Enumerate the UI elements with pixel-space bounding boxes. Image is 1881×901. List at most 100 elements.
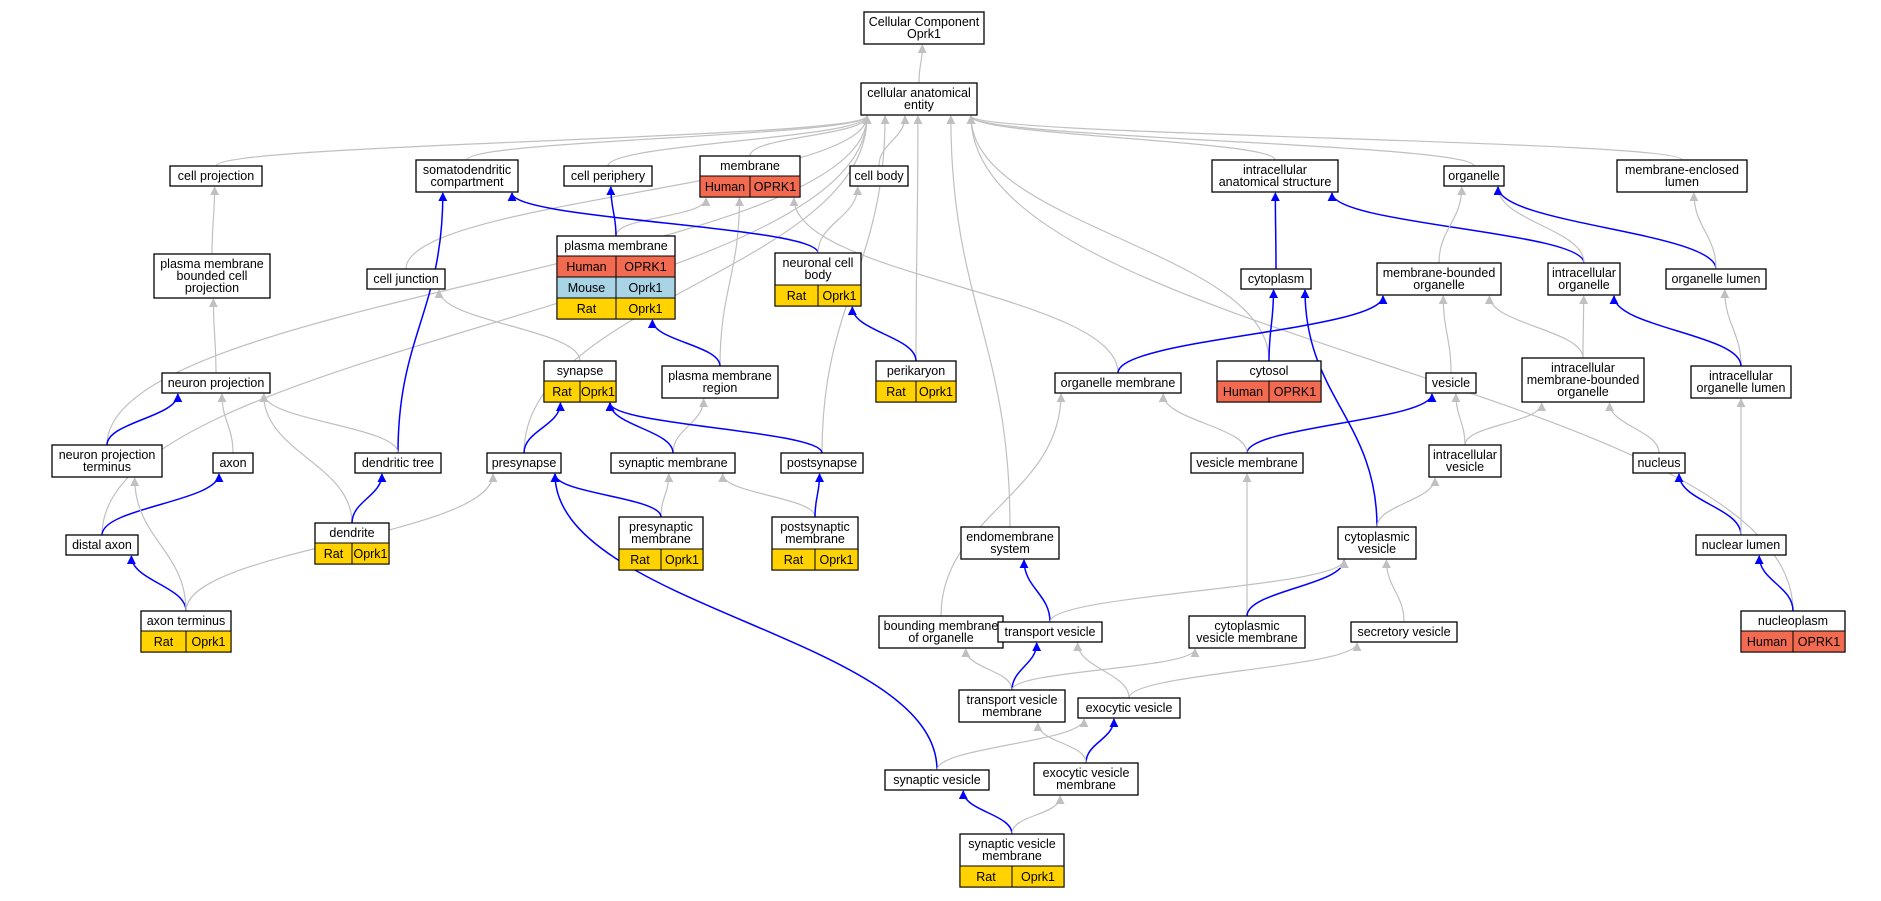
species-label: Rat [976,870,996,884]
edge-is-a-synaptic-membrane-to-pm-region [672,398,709,454]
edge-part-of-plasma-membrane-to-cell-periphery [606,186,617,237]
node-box [51,444,163,478]
go-node-secretory-vesicle[interactable]: secretory vesicle [1350,621,1458,643]
node-box [1077,697,1181,719]
edge-is-a-exocytic-vesicle-to-transport-vesicle [1073,642,1130,699]
go-node-transport-vesicle[interactable]: transport vesicle [997,621,1103,643]
go-node-cell-periphery[interactable]: cell periphery [563,165,653,187]
species-label: Rat [552,385,572,399]
edge-is-a-membrane-to-cae [749,115,872,157]
node-label: vesicle membrane [1196,631,1297,645]
edge-is-a-organelle-lumen-to-me-lumen [1689,192,1717,270]
edge-is-a-imbo-to-mbo [1484,295,1584,359]
go-node-cell-body[interactable]: cell body [849,165,909,187]
node-label: intracellular [1552,266,1616,280]
edge-part-of-dendrite-to-dendritic-tree [351,473,387,524]
go-node-organelle[interactable]: organelle [1443,165,1505,187]
node-label: vesicle [1432,376,1470,390]
node-label: system [990,542,1030,556]
go-node-cell-junction[interactable]: cell junction [366,268,446,290]
node-label: synaptic membrane [618,456,727,470]
node-label: synaptic vesicle [893,773,981,787]
go-node-nucleus[interactable]: nucleus [1632,452,1686,474]
go-node-cytoplasm[interactable]: cytoplasm [1240,268,1312,290]
node-label: vesicle membrane [1196,456,1297,470]
go-node-vesicle[interactable]: vesicle [1425,372,1477,394]
node-box [863,11,985,45]
edge-is-a-axon-to-neuron-projection [217,393,234,454]
go-node-cell-projection[interactable]: cell projection [169,165,263,187]
go-node-vesicle-membrane[interactable]: vesicle membrane [1190,452,1304,474]
node-box [661,365,779,399]
node-label: membrane-bounded [1383,266,1496,280]
go-node-dendritic-tree[interactable]: dendritic tree [354,452,442,474]
edge-is-a-synaptic-vesicle-to-exocytic-vesicle [936,718,1089,771]
go-node-organelle-membrane[interactable]: organelle membrane [1054,372,1182,394]
node-box [212,452,254,474]
go-node-distal-axon[interactable]: distal axon [65,534,139,556]
go-node-neuron-projection[interactable]: neuron projection [161,372,271,394]
node-box [1443,165,1505,187]
node-label: nucleoplasm [1758,614,1828,628]
go-node-synaptic-membrane[interactable]: synaptic membrane [610,452,736,474]
gene-cell [915,380,957,403]
go-node-axon[interactable]: axon [212,452,254,474]
edge-is-a-intracellular-organelle-to-organelle [1493,186,1585,264]
gene-label: OPRK1 [1274,385,1316,399]
node-label: vesicle [1446,460,1484,474]
node-label: membrane [631,532,691,546]
edge-is-a-presynapse-to-cae [523,115,872,454]
node-label: transport vesicle [966,693,1057,707]
species-label: Human [1223,385,1263,399]
edges-layer [101,44,1794,835]
go-node-exocytic-vesicle[interactable]: exocytic vesicle [1077,697,1181,719]
gene-label: Oprk1 [819,553,853,567]
node-label: postsynaptic [780,520,849,534]
go-node-postsynapse[interactable]: postsynapse [780,452,864,474]
node-label: organelle [1413,278,1464,292]
edge-is-a-me-lumen-to-cae [966,115,1683,161]
gene-label: OPRK1 [1798,635,1840,649]
go-node-organelle-lumen[interactable]: organelle lumen [1665,268,1767,290]
node-box [1240,268,1312,290]
go-node-presynapse[interactable]: presynapse [486,452,562,474]
node-label: intracellular [1243,163,1307,177]
go-node-synaptic-vesicle[interactable]: synaptic vesicle [884,769,990,791]
go-node-nuclear-lumen[interactable]: nuclear lumen [1695,534,1787,556]
edge-is-a-organelle-to-cae [966,115,1475,167]
gene-cell [185,630,232,653]
node-label: intracellular [1551,361,1615,375]
edge-part-of-postsynapse-to-synapse [605,402,823,454]
